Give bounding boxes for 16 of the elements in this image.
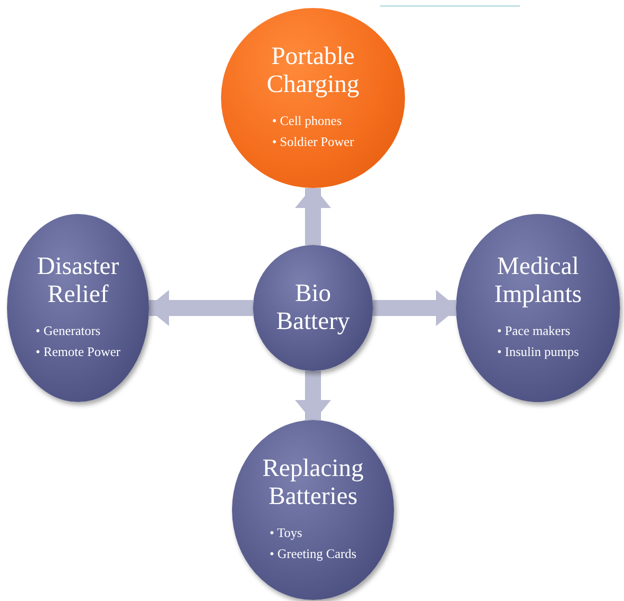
node-title: Disaster Relief — [36, 253, 120, 310]
node-title: Replacing Batteries — [261, 455, 365, 512]
block-arrow — [147, 290, 253, 326]
bullet-item: • Insulin pumps — [497, 343, 579, 361]
bullet-item: • Soldier Power — [272, 133, 354, 151]
block-arrow — [295, 186, 331, 245]
node-title: Portable Charging — [266, 43, 360, 100]
bullet-item: • Greeting Cards — [270, 545, 356, 563]
node-title: Bio Battery — [275, 280, 351, 336]
bullet-item: • Remote Power — [36, 343, 120, 361]
node-title: Medical Implants — [493, 253, 583, 310]
bullet-item: • Pace makers — [497, 322, 570, 340]
bullet-item: • Cell phones — [272, 112, 342, 130]
bullet-item: • Toys — [270, 524, 302, 542]
block-arrow — [373, 290, 458, 326]
bullet-item: • Generators — [36, 322, 100, 340]
